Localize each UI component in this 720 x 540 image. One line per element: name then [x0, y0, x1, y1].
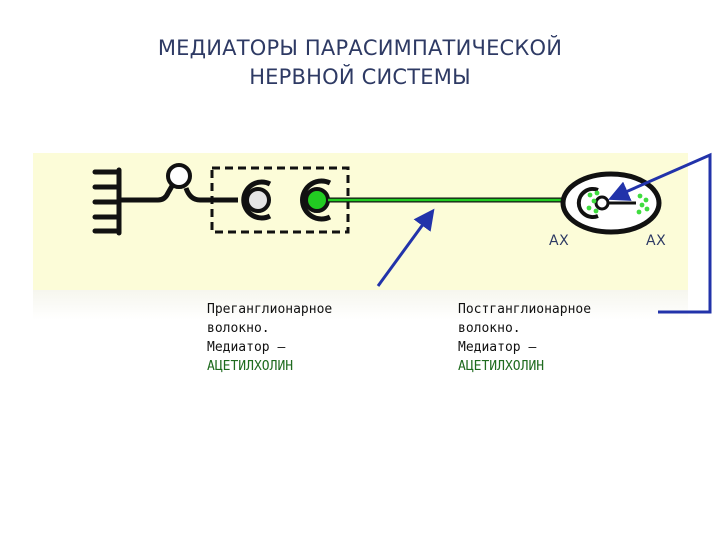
- title-line-2: НЕРВНОЙ СИСТЕМЫ: [249, 65, 471, 89]
- acetylcholine-dots-left: [586, 190, 600, 214]
- postganglionic-neuron-icon: [594, 195, 610, 211]
- postganglionic-line-1: Постганглионарное: [458, 302, 592, 317]
- preganglionic-line-3: Медиатор –: [207, 340, 286, 355]
- connector-path: [119, 184, 175, 203]
- preganglionic-line-1: Преганглионарное: [207, 302, 333, 317]
- postganglionic-arrow: [608, 152, 712, 314]
- ax-label-left: АХ: [549, 233, 570, 249]
- preganglionic-line-2: волокно.: [207, 321, 270, 336]
- preganglionic-mediator: АЦЕТИЛХОЛИН: [207, 359, 294, 374]
- sensory-neuron-icon: [166, 163, 192, 189]
- preganglionic-arrow: [376, 208, 435, 287]
- postganglionic-line-3: Медиатор –: [458, 340, 537, 355]
- postganglionic-neuron-arc: [576, 187, 599, 219]
- postganglionic-mediator: АЦЕТИЛХОЛИН: [458, 359, 545, 374]
- ganglion-dashed-box: [210, 166, 350, 234]
- grey-neuron-icon: [241, 179, 272, 221]
- acetylcholine-dots-right: [636, 193, 650, 215]
- preganglionic-caption: Преганглионарное волокно. Медиатор – АЦЕ…: [207, 300, 332, 376]
- green-neuron-icon: [300, 178, 332, 222]
- slide-title: МЕДИАТОРЫ ПАРАСИМПАТИЧЕСКОЙ НЕРВНОЙ СИСТ…: [60, 34, 660, 92]
- diagram-panel-shadow: [33, 290, 688, 320]
- ax-label-right: АХ: [646, 233, 667, 249]
- title-line-1: МЕДИАТОРЫ ПАРАСИМПАТИЧЕСКОЙ: [157, 36, 563, 60]
- postganglionic-caption: Постганглионарное волокно. Медиатор – АЦ…: [458, 300, 591, 376]
- cns-comb-icon: [92, 167, 122, 236]
- postganglionic-line-2: волокно.: [458, 321, 521, 336]
- connector-path-2: [183, 187, 238, 203]
